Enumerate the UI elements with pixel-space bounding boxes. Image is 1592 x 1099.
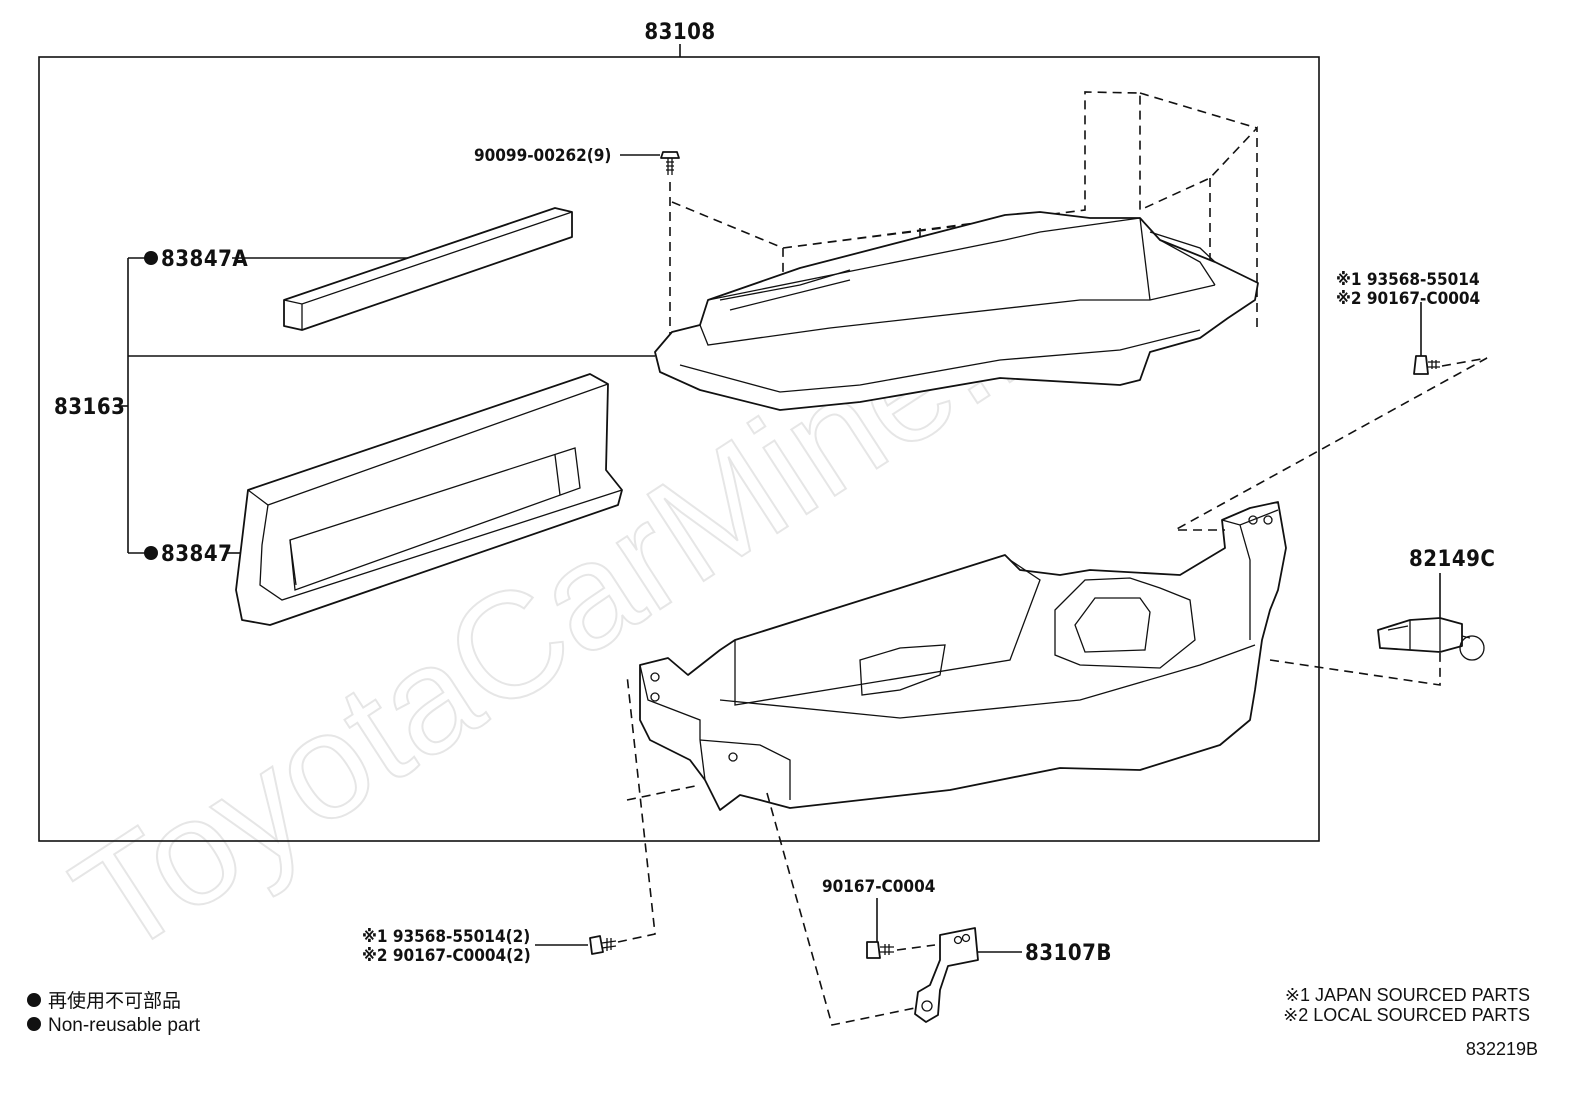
legend-text-en: Non-reusable part <box>48 1015 201 1036</box>
screw-right-label-1: ※1 93568-55014 <box>1336 270 1480 290</box>
screw-bottom-icon <box>589 935 617 955</box>
seal-strip-part <box>283 207 573 331</box>
gasket-group-label: 83163 <box>54 395 125 420</box>
assembly-frame <box>38 56 1320 842</box>
note-japan-sourced: ※1 JAPAN SOURCED PARTS <box>1285 985 1530 1005</box>
screw-bottom-label-2: ※2 90167-C0004(2) <box>362 946 531 966</box>
screw-right-label-2: ※2 90167-C0004 <box>1336 289 1480 309</box>
upper-case-part <box>654 211 1259 411</box>
non-reusable-dot-b <box>144 546 158 560</box>
bolt-top-label: 90099-00262(9) <box>474 146 611 166</box>
bracket-screw-icon <box>866 941 894 959</box>
legend-dot-ja <box>27 993 41 1007</box>
screw-right-icon <box>1413 355 1440 375</box>
legend-text-ja: 再使用不可部品 <box>48 990 181 1012</box>
socket-label: 82149C <box>1409 547 1495 572</box>
bracket-part <box>914 927 979 1023</box>
lower-case-part <box>639 501 1287 811</box>
seal-label: 83847 <box>161 542 232 567</box>
socket-dash <box>1269 650 1441 686</box>
note-local-sourced: ※2 LOCAL SOURCED PARTS <box>1283 1005 1530 1025</box>
bracket-label: 83107B <box>1025 941 1112 966</box>
bracket-screw-label: 90167-C0004 <box>822 877 935 897</box>
bracket-screw-dash <box>896 944 936 951</box>
screw-bottom-dash <box>617 674 701 943</box>
assembly-label: 83108 <box>644 20 715 45</box>
screw-bottom-label-1: ※1 93568-55014(2) <box>362 927 530 947</box>
legend-dot-en <box>27 1017 41 1031</box>
non-reusable-dot-a <box>144 251 158 265</box>
socket-part <box>1377 617 1485 661</box>
screw-right-dash <box>1174 357 1488 531</box>
figure-id: 832219B <box>1466 1039 1538 1059</box>
seal-frame-part <box>235 373 623 626</box>
bracket-dash <box>766 792 916 1026</box>
seal-a-label: 83847A <box>161 247 248 272</box>
bolt-top-icon <box>660 151 680 175</box>
